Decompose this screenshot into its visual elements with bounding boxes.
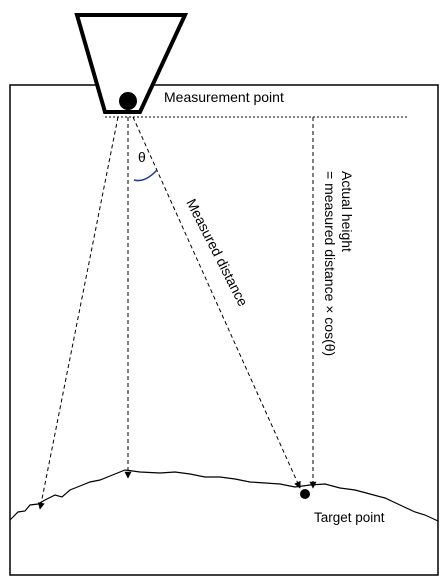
target-point-label: Target point <box>314 510 385 525</box>
ray-left <box>37 116 119 510</box>
measurement-point-label: Measurement point <box>164 89 284 105</box>
enclosure-box <box>9 84 439 576</box>
target-point-dot <box>300 489 310 499</box>
measurement-point-dot <box>119 92 137 110</box>
ray-measured-distance <box>132 116 301 489</box>
angle-arc <box>133 169 158 182</box>
actual-height-label-line1: Actual height <box>339 171 355 252</box>
theta-label: θ <box>138 149 146 165</box>
sensor-icon <box>74 13 189 114</box>
actual-height-label-line2: = measured distance × cos(θ) <box>322 171 338 356</box>
ground-surface <box>9 469 439 522</box>
